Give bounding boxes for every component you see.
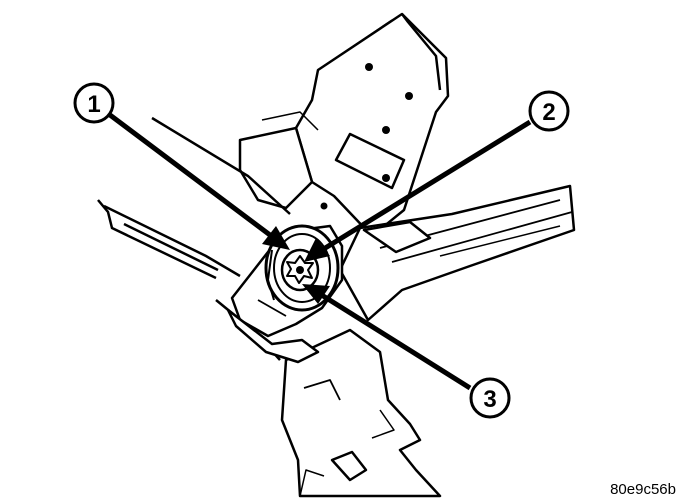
callout-number-1: 1 [87, 91, 100, 118]
leader-line-3 [318, 291, 472, 391]
lower-control-arm [338, 184, 576, 322]
figure-code: 80e9c56b [610, 481, 676, 498]
callout-2: 2 [528, 90, 570, 132]
knuckle-housing [280, 328, 442, 498]
callout-circle-2 [528, 90, 570, 132]
leader-line-2 [320, 119, 532, 253]
callout-leaders [108, 113, 532, 391]
arrowhead-1 [262, 226, 290, 250]
arrowhead-3 [302, 284, 330, 304]
upper-bracket [238, 12, 450, 238]
callout-circle-1 [73, 82, 115, 124]
callout-3: 3 [469, 377, 511, 419]
arrowhead-2 [304, 238, 330, 262]
callout-circle-3 [469, 377, 511, 419]
leader-line-1 [108, 113, 276, 240]
callout-1: 1 [73, 82, 115, 124]
callout-number-2: 2 [542, 99, 555, 126]
callout-number-3: 3 [483, 386, 496, 413]
